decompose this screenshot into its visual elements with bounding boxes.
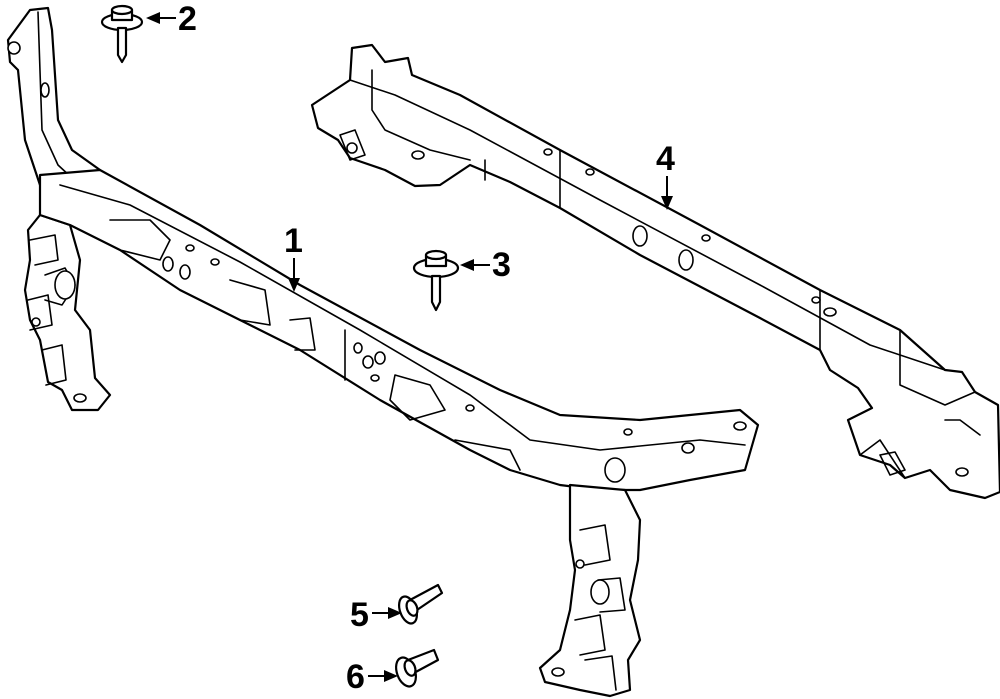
callout-label-4: 4 xyxy=(656,140,675,178)
callout-6: 6 xyxy=(346,658,398,696)
callout-label-5: 5 xyxy=(350,596,369,634)
radiator-support xyxy=(6,6,760,698)
bolt-3 xyxy=(412,249,460,312)
callout-4: 4 xyxy=(656,140,675,210)
upper-tie-bar xyxy=(310,43,1000,500)
callout-3: 3 xyxy=(460,246,511,284)
callout-1: 1 xyxy=(284,222,303,292)
callout-label-6: 6 xyxy=(346,658,365,696)
callout-5: 5 xyxy=(350,596,402,634)
bolt-6 xyxy=(395,648,440,688)
callout-label-2: 2 xyxy=(178,0,197,38)
bolt-2 xyxy=(100,4,144,64)
callout-label-1: 1 xyxy=(284,222,303,260)
callout-2: 2 xyxy=(146,0,197,38)
callout-label-3: 3 xyxy=(492,246,511,284)
bolt-5 xyxy=(397,583,444,625)
